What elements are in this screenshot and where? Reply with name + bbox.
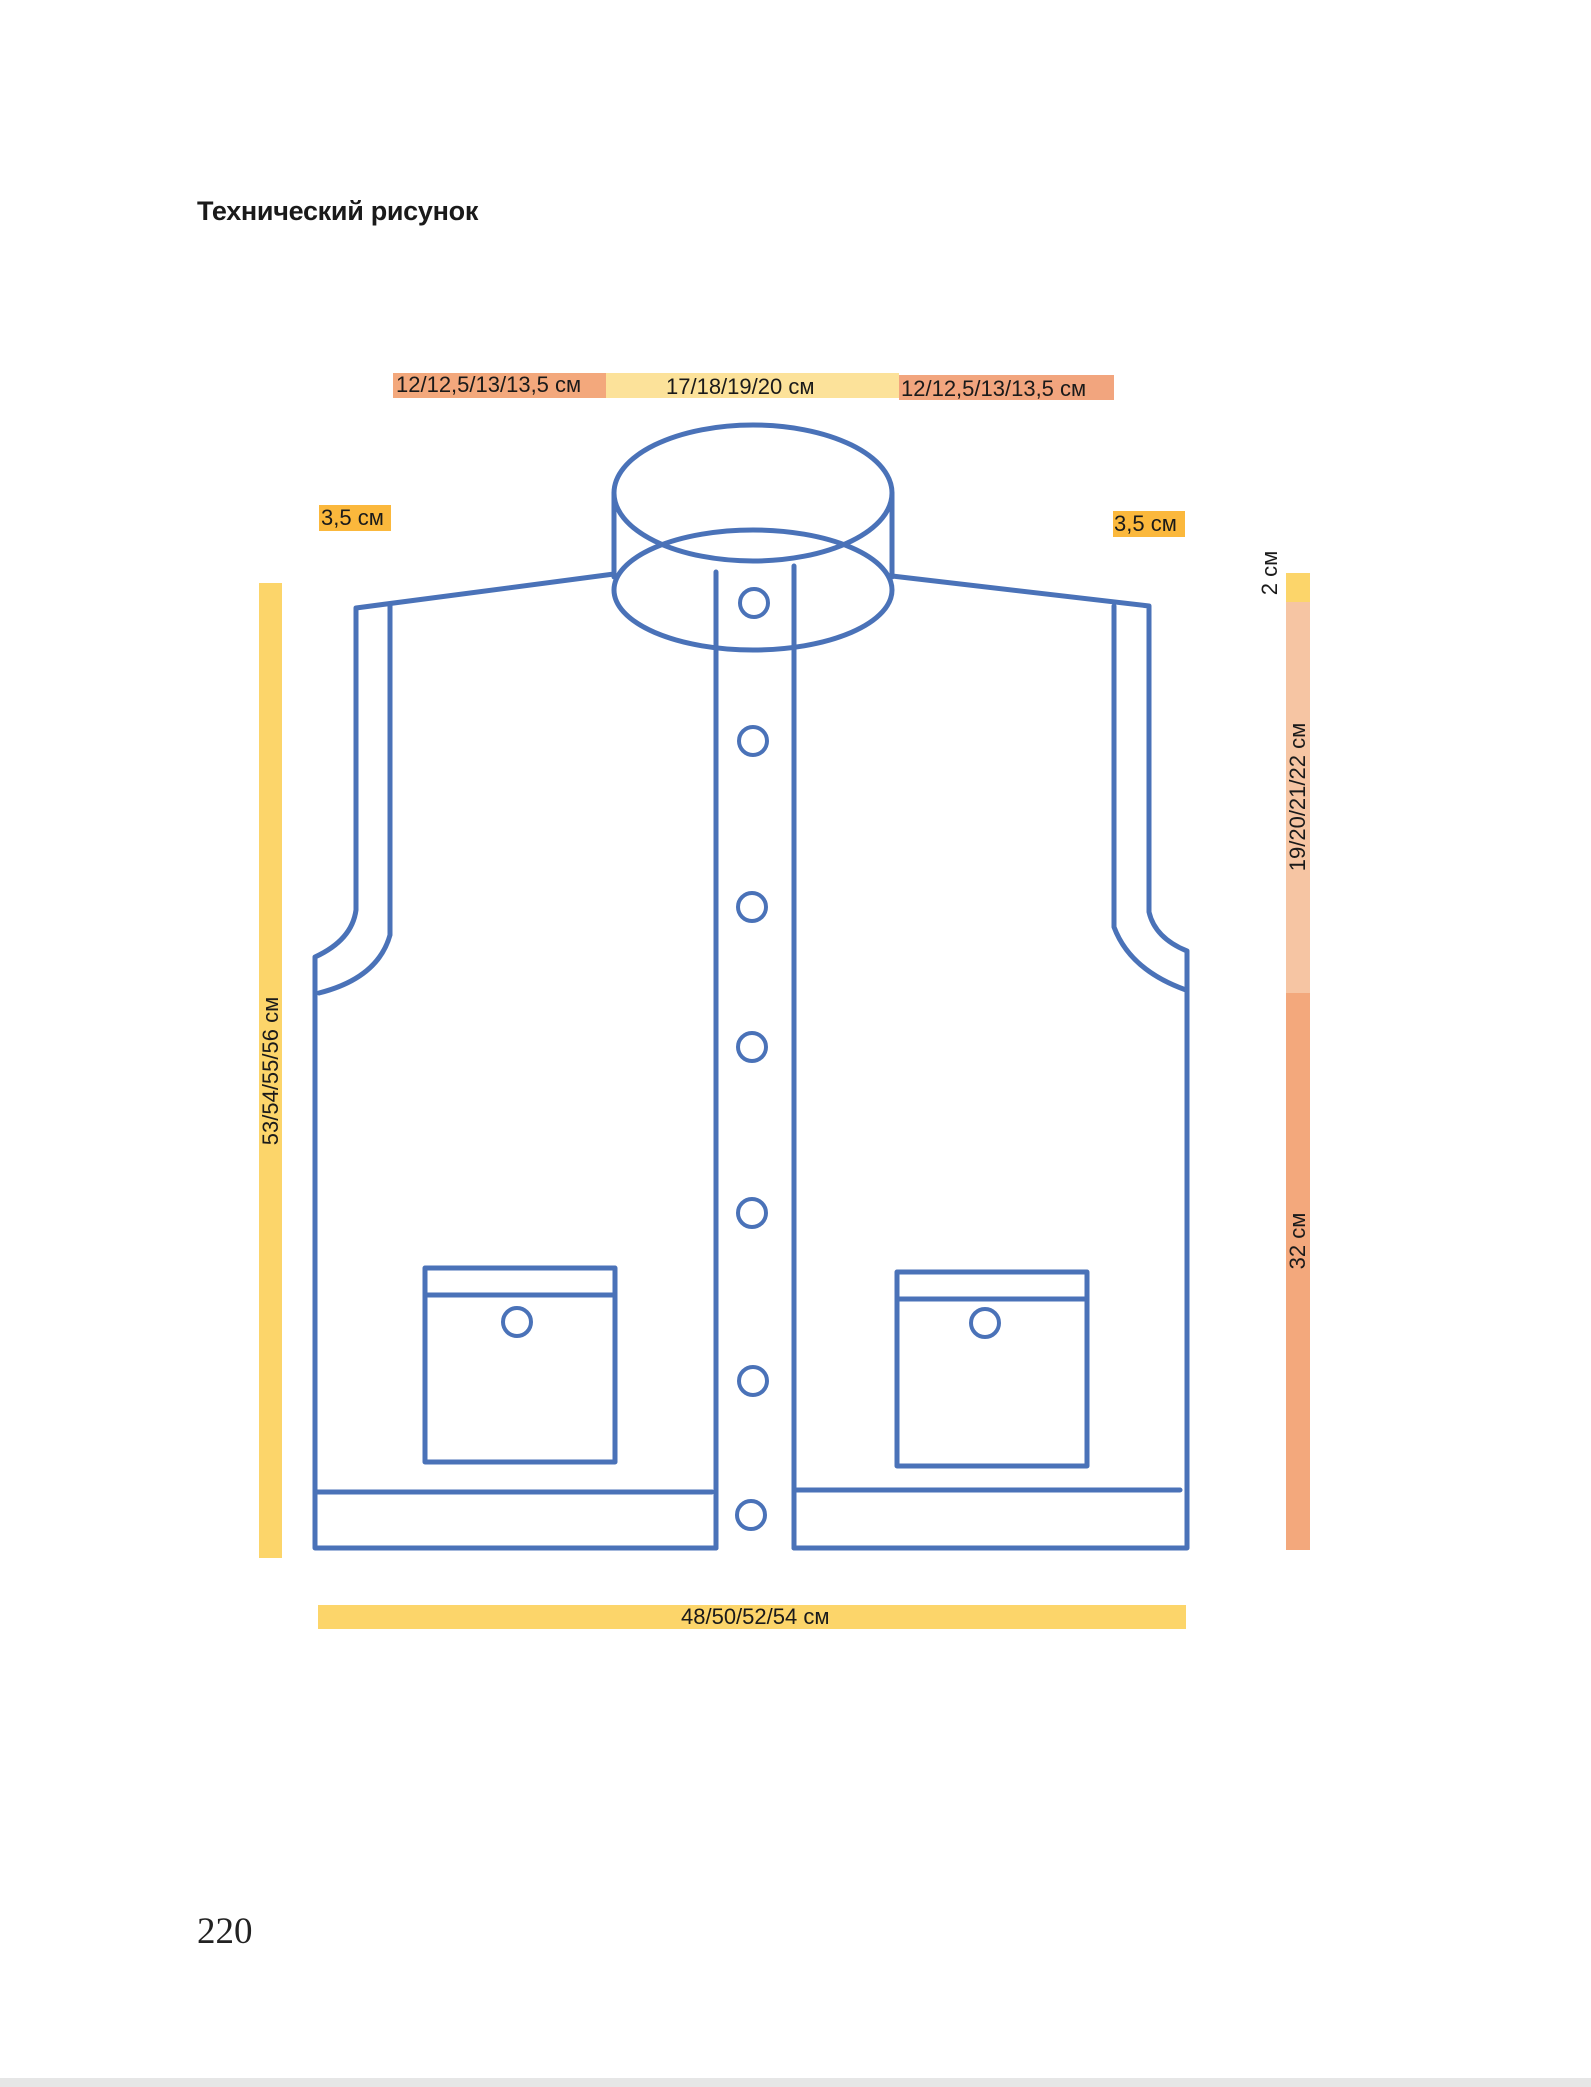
total-length-bar — [259, 583, 282, 1558]
page-number: 220 — [197, 1911, 253, 1952]
vest-right-outline — [791, 573, 1190, 1551]
left-pocket — [422, 1265, 618, 1465]
collar-base — [611, 527, 895, 653]
placket-button — [737, 725, 769, 757]
placket-button — [737, 1365, 769, 1397]
right-pocket-button — [969, 1307, 1001, 1339]
collar-sides — [611, 490, 895, 580]
page-title: Технический рисунок — [197, 196, 479, 226]
right-armhole-binding — [1111, 603, 1189, 993]
width-bar — [318, 1605, 1186, 1629]
placket-button — [736, 1197, 768, 1229]
shoulder-drop-left-tag — [319, 505, 391, 531]
shoulder-drop-right-label: 3,5 см — [1114, 511, 1177, 536]
neck-width-bar — [606, 373, 899, 398]
placket-button — [736, 1031, 768, 1063]
placket-button — [735, 1499, 767, 1531]
side-length-bar — [1286, 993, 1310, 1550]
neck-width-label: 17/18/19/20 см — [666, 374, 815, 399]
total-length-label: 53/54/55/56 см — [258, 996, 283, 1146]
page-bottom-rule — [0, 2078, 1591, 2087]
button-placket — [713, 563, 797, 1551]
left-armhole-binding — [316, 602, 393, 996]
collar-height-label: 2 см — [1257, 550, 1282, 596]
shoulder-left-bar — [393, 373, 606, 398]
shoulder-drop-left-label: 3,5 см — [321, 505, 384, 530]
shoulder-right-label: 12/12,5/13/13,5 см — [901, 376, 1087, 401]
armhole-depth-label: 19/20/21/22 см — [1285, 722, 1310, 872]
armhole-depth-bar — [1286, 602, 1310, 993]
width-label: 48/50/52/54 см — [681, 1604, 830, 1629]
left-pocket-button — [501, 1306, 533, 1338]
shoulder-drop-right-tag — [1113, 511, 1185, 537]
right-pocket — [894, 1269, 1090, 1469]
placket-button — [738, 587, 770, 619]
shoulder-left-label: 12/12,5/13/13,5 см — [396, 372, 582, 397]
collar-top — [611, 422, 895, 564]
shoulder-right-bar — [899, 375, 1114, 400]
side-length-label: 32 см — [1285, 1212, 1310, 1270]
collar-height-bar — [1286, 573, 1310, 602]
vest-left-outline — [312, 571, 719, 1551]
placket-button — [736, 891, 768, 923]
